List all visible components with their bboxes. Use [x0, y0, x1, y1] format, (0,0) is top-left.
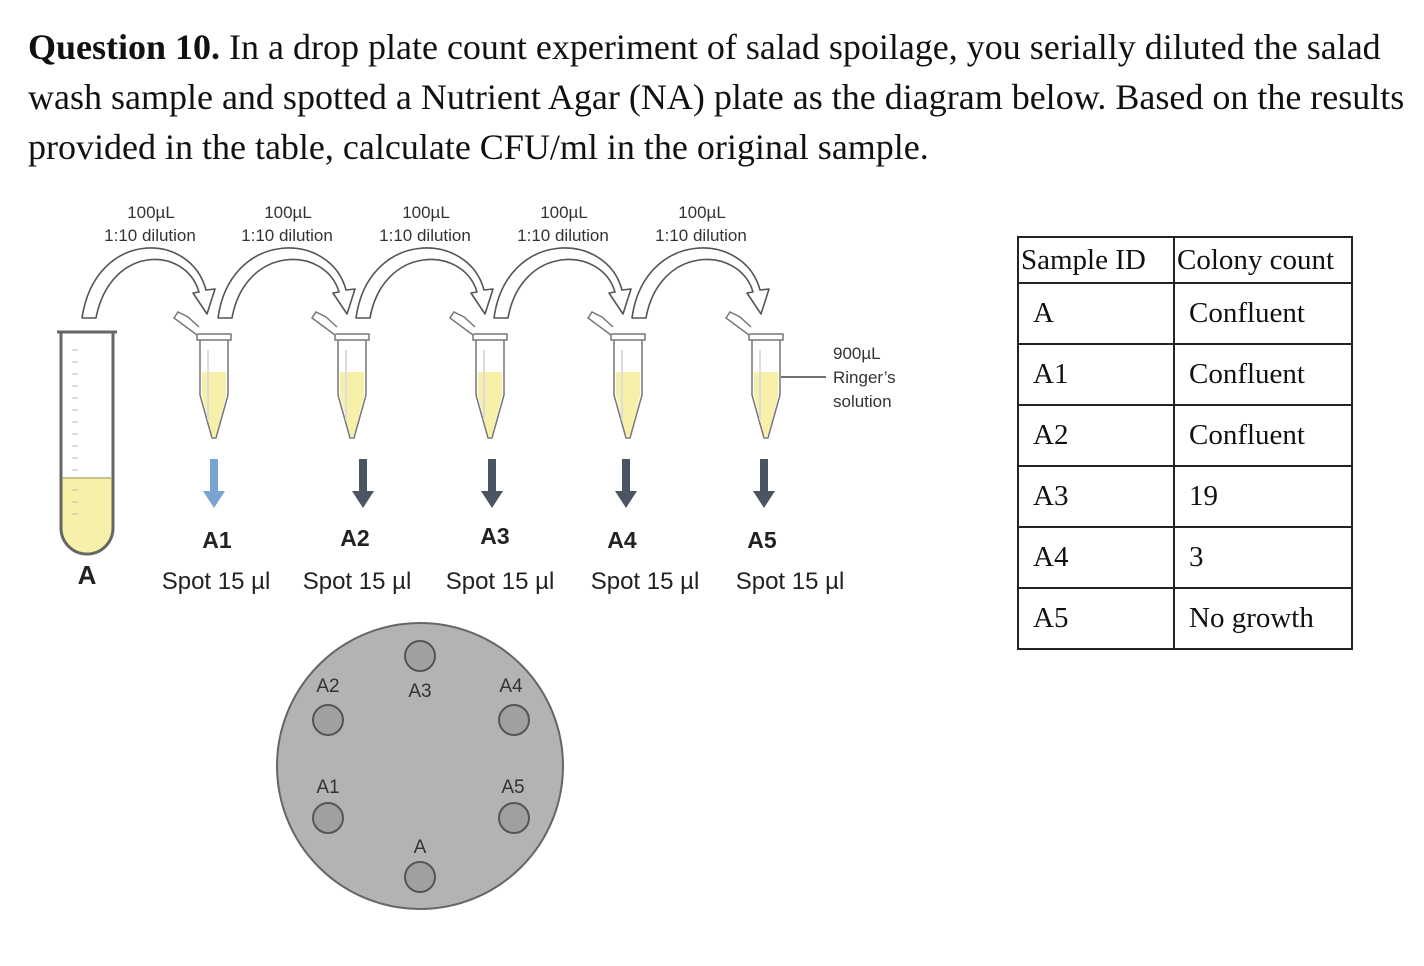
- table-row: A2 Confluent: [1017, 404, 1353, 467]
- spot-arrows: [203, 459, 775, 508]
- colony-count-cell: Confluent: [1173, 343, 1353, 406]
- serial-dilution-diagram: 100µL 1:10 dilution 100µL 1:10 dilution …: [57, 203, 896, 910]
- sample-id-cell: A: [1017, 282, 1175, 345]
- dilution-label-5: 1:10 dilution: [655, 226, 747, 245]
- down-arrow-3: [481, 459, 503, 508]
- dilution-labels: 100µL 1:10 dilution 100µL 1:10 dilution …: [104, 203, 747, 245]
- dilution-label-3: 1:10 dilution: [379, 226, 471, 245]
- question-text: Question 10. In a drop plate count exper…: [28, 22, 1408, 172]
- spot-a5: [498, 802, 530, 834]
- results-table: Sample ID Colony count A Confluent A1 Co…: [1017, 236, 1353, 650]
- tube-label-a5: A5: [747, 527, 777, 553]
- transfer-arrow-4: [493, 247, 632, 319]
- microtube-a4: [586, 311, 646, 439]
- down-arrow-2: [352, 459, 374, 508]
- table-row: A Confluent: [1017, 282, 1353, 345]
- sample-id-cell: A4: [1017, 526, 1175, 589]
- microtubes: [172, 311, 784, 439]
- ringers-callout: 900µL Ringer’s solution: [781, 344, 896, 411]
- plate-label-a3: A3: [408, 681, 431, 702]
- colony-count-cell: No growth: [1173, 587, 1353, 650]
- spot-a2: [312, 704, 344, 736]
- table-row: A1 Confluent: [1017, 343, 1353, 406]
- transfer-volume-label-5: 100µL: [678, 203, 726, 222]
- table-row: A4 3: [1017, 526, 1353, 589]
- diluent-volume: 900µL: [833, 344, 881, 363]
- plate-label-a: A: [414, 837, 427, 858]
- table-row: A3 19: [1017, 465, 1353, 528]
- transfer-arrow-2: [217, 247, 356, 319]
- agar-plate: A2 A3 A4 A1 A5 A: [276, 622, 564, 910]
- transfer-volume-label-2: 100µL: [264, 203, 312, 222]
- diluent-name-line1: Ringer’s: [833, 368, 896, 387]
- spot-a3-top: [404, 640, 436, 672]
- sample-id-cell: A5: [1017, 587, 1175, 650]
- header-colony-count: Colony count: [1173, 236, 1353, 284]
- spot-a: [404, 861, 436, 893]
- microtube-a5: [724, 311, 784, 439]
- colony-count-cell: 3: [1173, 526, 1353, 589]
- question-body: In a drop plate count experiment of sala…: [28, 27, 1405, 167]
- transfer-arrow-5: [631, 247, 770, 319]
- tube-label-a1: A1: [202, 527, 232, 553]
- spot-label-a1: Spot 15 µl: [162, 568, 271, 595]
- plate-label-a4: A4: [499, 676, 523, 697]
- spot-a1: [312, 802, 344, 834]
- colony-count-cell: Confluent: [1173, 404, 1353, 467]
- down-arrow-5: [753, 459, 775, 508]
- transfer-arrow-1: [81, 247, 216, 319]
- dilution-label-1: 1:10 dilution: [104, 226, 196, 245]
- question-label: Question 10.: [28, 27, 221, 67]
- tube-label-a4: A4: [607, 527, 637, 553]
- transfer-volume-label-3: 100µL: [402, 203, 450, 222]
- spot-labels: Spot 15 µl Spot 15 µl Spot 15 µl Spot 15…: [162, 568, 845, 595]
- spot-a4: [498, 704, 530, 736]
- stock-label: A: [78, 560, 97, 590]
- diluent-name-line2: solution: [833, 392, 892, 411]
- plate-label-a1: A1: [316, 777, 339, 798]
- plate-label-a2: A2: [316, 676, 339, 697]
- microtube-a1: [172, 311, 232, 439]
- sample-id-cell: A3: [1017, 465, 1175, 528]
- transfer-volume-label-1: 100µL: [127, 203, 175, 222]
- spot-label-a3: Spot 15 µl: [446, 568, 555, 595]
- transfer-volume-label-4: 100µL: [540, 203, 588, 222]
- transfer-arrows: [81, 247, 770, 319]
- spot-label-a5: Spot 15 µl: [736, 568, 845, 595]
- microtube-a3: [448, 311, 508, 439]
- spot-label-a4: Spot 15 µl: [591, 568, 700, 595]
- transfer-arrow-3: [355, 247, 494, 319]
- colony-count-cell: 19: [1173, 465, 1353, 528]
- sample-id-cell: A2: [1017, 404, 1175, 467]
- down-arrow-4: [615, 459, 637, 508]
- dilution-label-4: 1:10 dilution: [517, 226, 609, 245]
- plate-label-a5: A5: [501, 777, 524, 798]
- table-header-row: Sample ID Colony count: [1017, 236, 1353, 284]
- colony-count-cell: Confluent: [1173, 282, 1353, 345]
- microtube-a2: [310, 311, 370, 439]
- spot-label-a2: Spot 15 µl: [303, 568, 412, 595]
- header-sample-id: Sample ID: [1017, 236, 1175, 284]
- tube-label-a3: A3: [480, 523, 509, 549]
- dilution-label-2: 1:10 dilution: [241, 226, 333, 245]
- table-row: A5 No growth: [1017, 587, 1353, 650]
- stock-tube: [57, 330, 117, 556]
- tube-labels: A1 A2 A3 A4 A5: [202, 523, 777, 553]
- sample-id-cell: A1: [1017, 343, 1175, 406]
- down-arrow-1: [203, 459, 225, 508]
- tube-label-a2: A2: [340, 525, 369, 551]
